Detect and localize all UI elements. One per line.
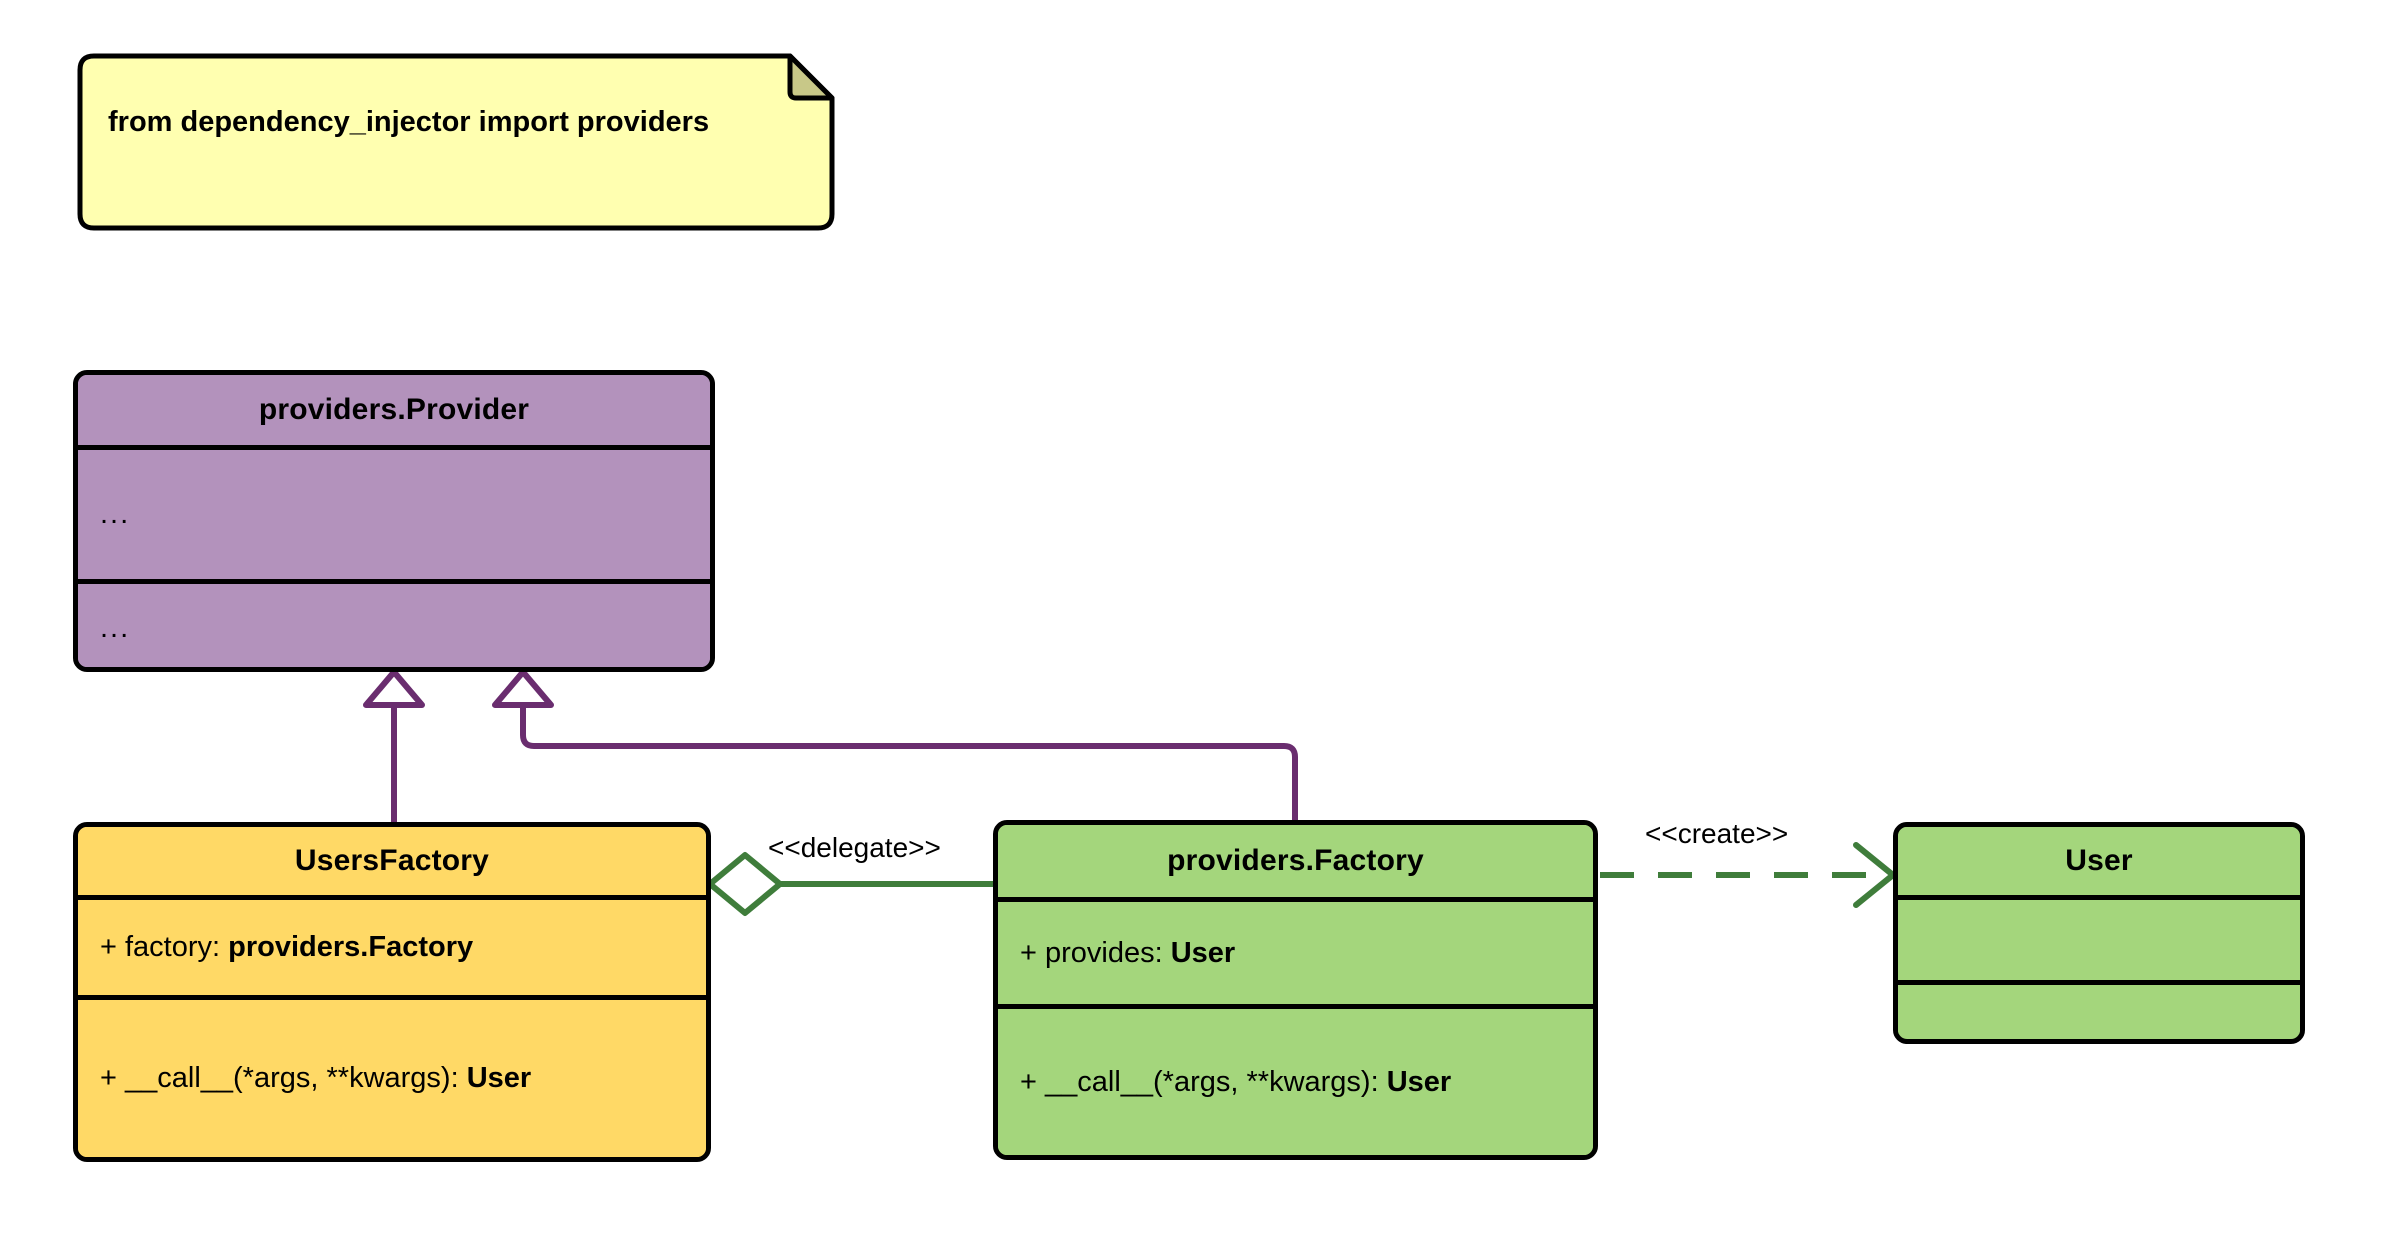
- method-ellipsis: ...: [100, 611, 131, 644]
- class-box-user[interactable]: User: [1893, 822, 2305, 1044]
- note-text: from dependency_injector import provider…: [108, 106, 710, 138]
- class-box-providers-provider[interactable]: providers.Provider ... ...: [73, 370, 715, 672]
- edge-label-create: <<create>>: [1645, 818, 1789, 849]
- class-methods-user: [1898, 980, 2300, 1034]
- class-box-providers-factory[interactable]: providers.Factory + provides: User + __c…: [993, 820, 1598, 1160]
- dependency-create: [1600, 842, 1896, 908]
- class-attributes-usersfactory: + factory: providers.Factory: [78, 895, 706, 995]
- class-methods-providers-provider: ...: [78, 579, 710, 667]
- generalization-usersfactory: [363, 669, 425, 825]
- method-call: + __call__(*args, **kwargs): User: [100, 1062, 532, 1094]
- class-attributes-providers-factory: + provides: User: [998, 897, 1593, 1004]
- generalization-providersfactory: [492, 669, 1298, 825]
- edge-label-delegate: <<delegate>>: [768, 832, 941, 863]
- attribute-factory: + factory: providers.Factory: [100, 931, 474, 963]
- class-methods-providers-factory: + __call__(*args, **kwargs): User: [998, 1004, 1593, 1155]
- class-attributes-user: [1898, 895, 2300, 980]
- class-methods-usersfactory: + __call__(*args, **kwargs): User: [78, 995, 706, 1157]
- class-title-providers-factory: providers.Factory: [998, 825, 1593, 897]
- attribute-ellipsis: ...: [100, 498, 131, 530]
- class-title-usersfactory: UsersFactory: [78, 827, 706, 895]
- method-call: + __call__(*args, **kwargs): User: [1020, 1065, 1452, 1098]
- class-box-usersfactory[interactable]: UsersFactory + factory: providers.Factor…: [73, 822, 711, 1162]
- class-attributes-providers-provider: ...: [78, 445, 710, 579]
- class-title-providers-provider: providers.Provider: [78, 375, 710, 445]
- note-dependency-injector-import: from dependency_injector import provider…: [80, 56, 832, 228]
- class-title-user: User: [1898, 827, 2300, 895]
- attribute-provides: + provides: User: [1020, 936, 1236, 969]
